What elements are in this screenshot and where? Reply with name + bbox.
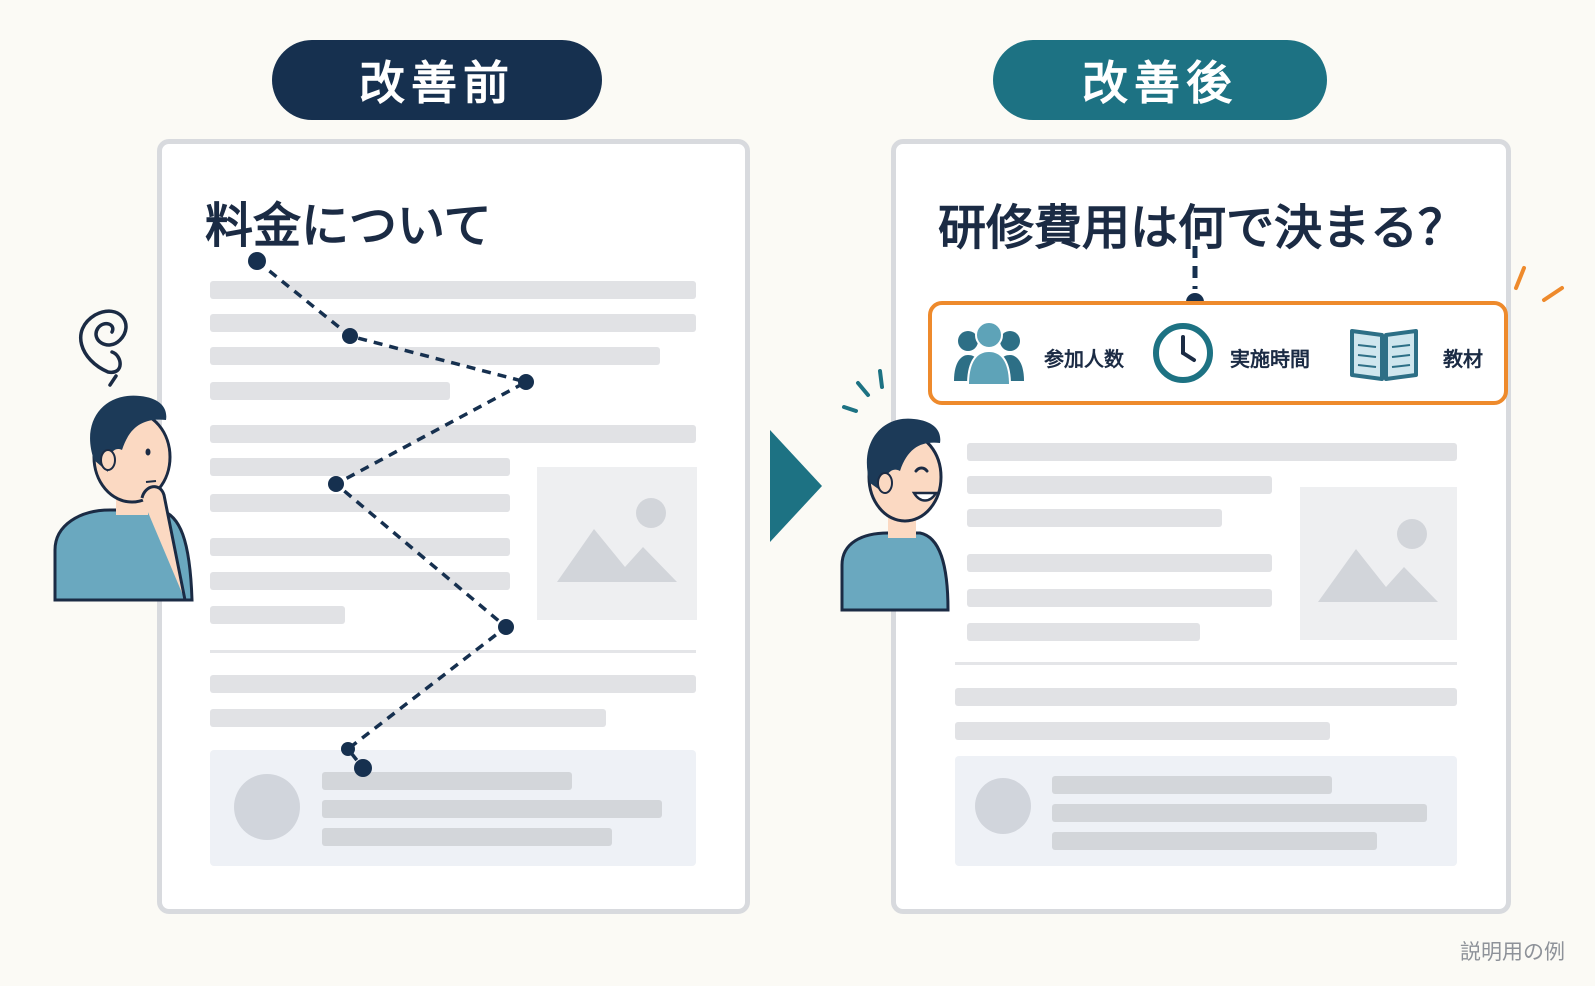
text-line [210, 572, 510, 590]
before-label-pill: 改善前 [272, 40, 602, 120]
text-line [955, 688, 1457, 706]
text-line [955, 722, 1330, 740]
image-icon [1318, 519, 1438, 602]
factor-label-duration: 実施時間 [1230, 347, 1310, 371]
factor-label-materials: 教材 [1443, 347, 1483, 371]
cost-factors-highlight: 参加人数 実施時間 教材 [928, 301, 1508, 405]
text-line [967, 476, 1272, 494]
divider [955, 662, 1457, 665]
after-image-placeholder [1300, 487, 1457, 640]
sparkle-icon [1514, 266, 1564, 302]
text-line [967, 554, 1272, 572]
text-line [322, 772, 572, 790]
text-line [967, 623, 1200, 641]
text-line [210, 314, 696, 332]
before-image-placeholder [537, 467, 697, 620]
text-line [967, 443, 1457, 461]
people-icon [954, 321, 1024, 386]
text-line [322, 828, 612, 846]
text-line [210, 425, 696, 443]
book-icon [1350, 329, 1418, 381]
text-line [322, 800, 662, 818]
avatar [234, 774, 300, 840]
happy-person-icon [840, 369, 950, 612]
text-line [1052, 776, 1332, 794]
text-line [210, 538, 510, 556]
after-heading: 研修費用は何で決まる？ [938, 200, 1467, 256]
before-profile-card [210, 750, 696, 866]
text-line [1052, 832, 1377, 850]
confused-person-icon [53, 309, 194, 602]
text-line [210, 675, 696, 693]
avatar [975, 778, 1031, 834]
factor-label-participants: 参加人数 [1044, 347, 1124, 371]
before-heading: 料金について [205, 198, 492, 254]
text-line [210, 347, 660, 365]
text-line [967, 589, 1272, 607]
after-profile-card [955, 756, 1457, 866]
text-line [210, 709, 606, 727]
text-line [1052, 804, 1427, 822]
arrow-right-icon [770, 430, 822, 542]
text-line [967, 509, 1222, 527]
image-icon [557, 498, 677, 582]
caption: 説明用の例 [1460, 940, 1565, 964]
text-line [210, 382, 450, 400]
divider [210, 650, 696, 653]
text-line [210, 606, 345, 624]
clock-icon [1153, 323, 1213, 383]
text-line [210, 281, 696, 299]
after-label-pill: 改善後 [993, 40, 1327, 120]
text-line [210, 458, 510, 476]
